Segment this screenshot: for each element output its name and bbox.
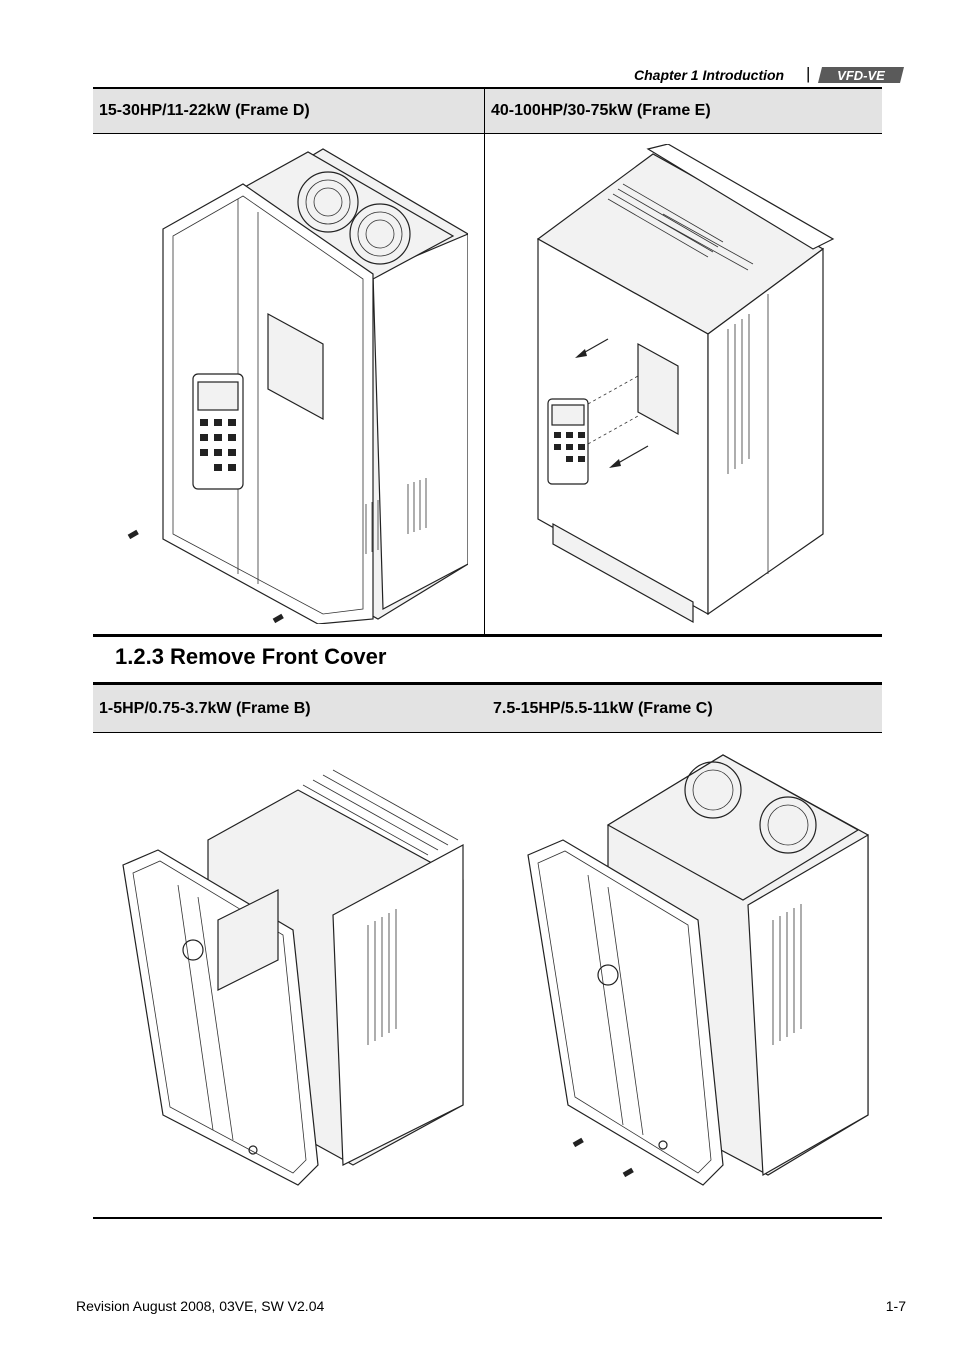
table-header-row: 1-5HP/0.75-3.7kW (Frame B) 7.5-15HP/5.5-… (93, 685, 882, 733)
page-number: 1-7 (885, 1298, 906, 1314)
frame-e-header: 40-100HP/30-75kW (Frame E) (491, 102, 711, 119)
frame-c-drawing (523, 745, 873, 1195)
revision-footer: Revision August 2008, 03VE, SW V2.04 (76, 1298, 325, 1314)
header-separator: | (806, 64, 811, 83)
frame-b-drawing (118, 745, 468, 1195)
vfd-ve-logo: VFD-VE (818, 66, 904, 84)
frame-c-header: 7.5-15HP/5.5-11kW (Frame C) (493, 699, 713, 717)
frame-e-drawing (523, 144, 863, 624)
frame-d-drawing (118, 144, 468, 624)
frame-d-header: 15-30HP/11-22kW (Frame D) (99, 102, 310, 119)
frame-d-e-table: 15-30HP/11-22kW (Frame D) 40-100HP/30-75… (93, 87, 882, 637)
column-divider (484, 89, 485, 634)
frame-b-header: 1-5HP/0.75-3.7kW (Frame B) (99, 699, 311, 717)
svg-text:VFD-VE: VFD-VE (837, 68, 885, 83)
chapter-title: Chapter 1 Introduction (634, 67, 785, 83)
table-header-row: 15-30HP/11-22kW (Frame D) 40-100HP/30-75… (93, 89, 882, 134)
section-title: 1.2.3 Remove Front Cover (115, 644, 387, 669)
frame-b-c-table: 1-5HP/0.75-3.7kW (Frame B) 7.5-15HP/5.5-… (93, 682, 882, 1219)
